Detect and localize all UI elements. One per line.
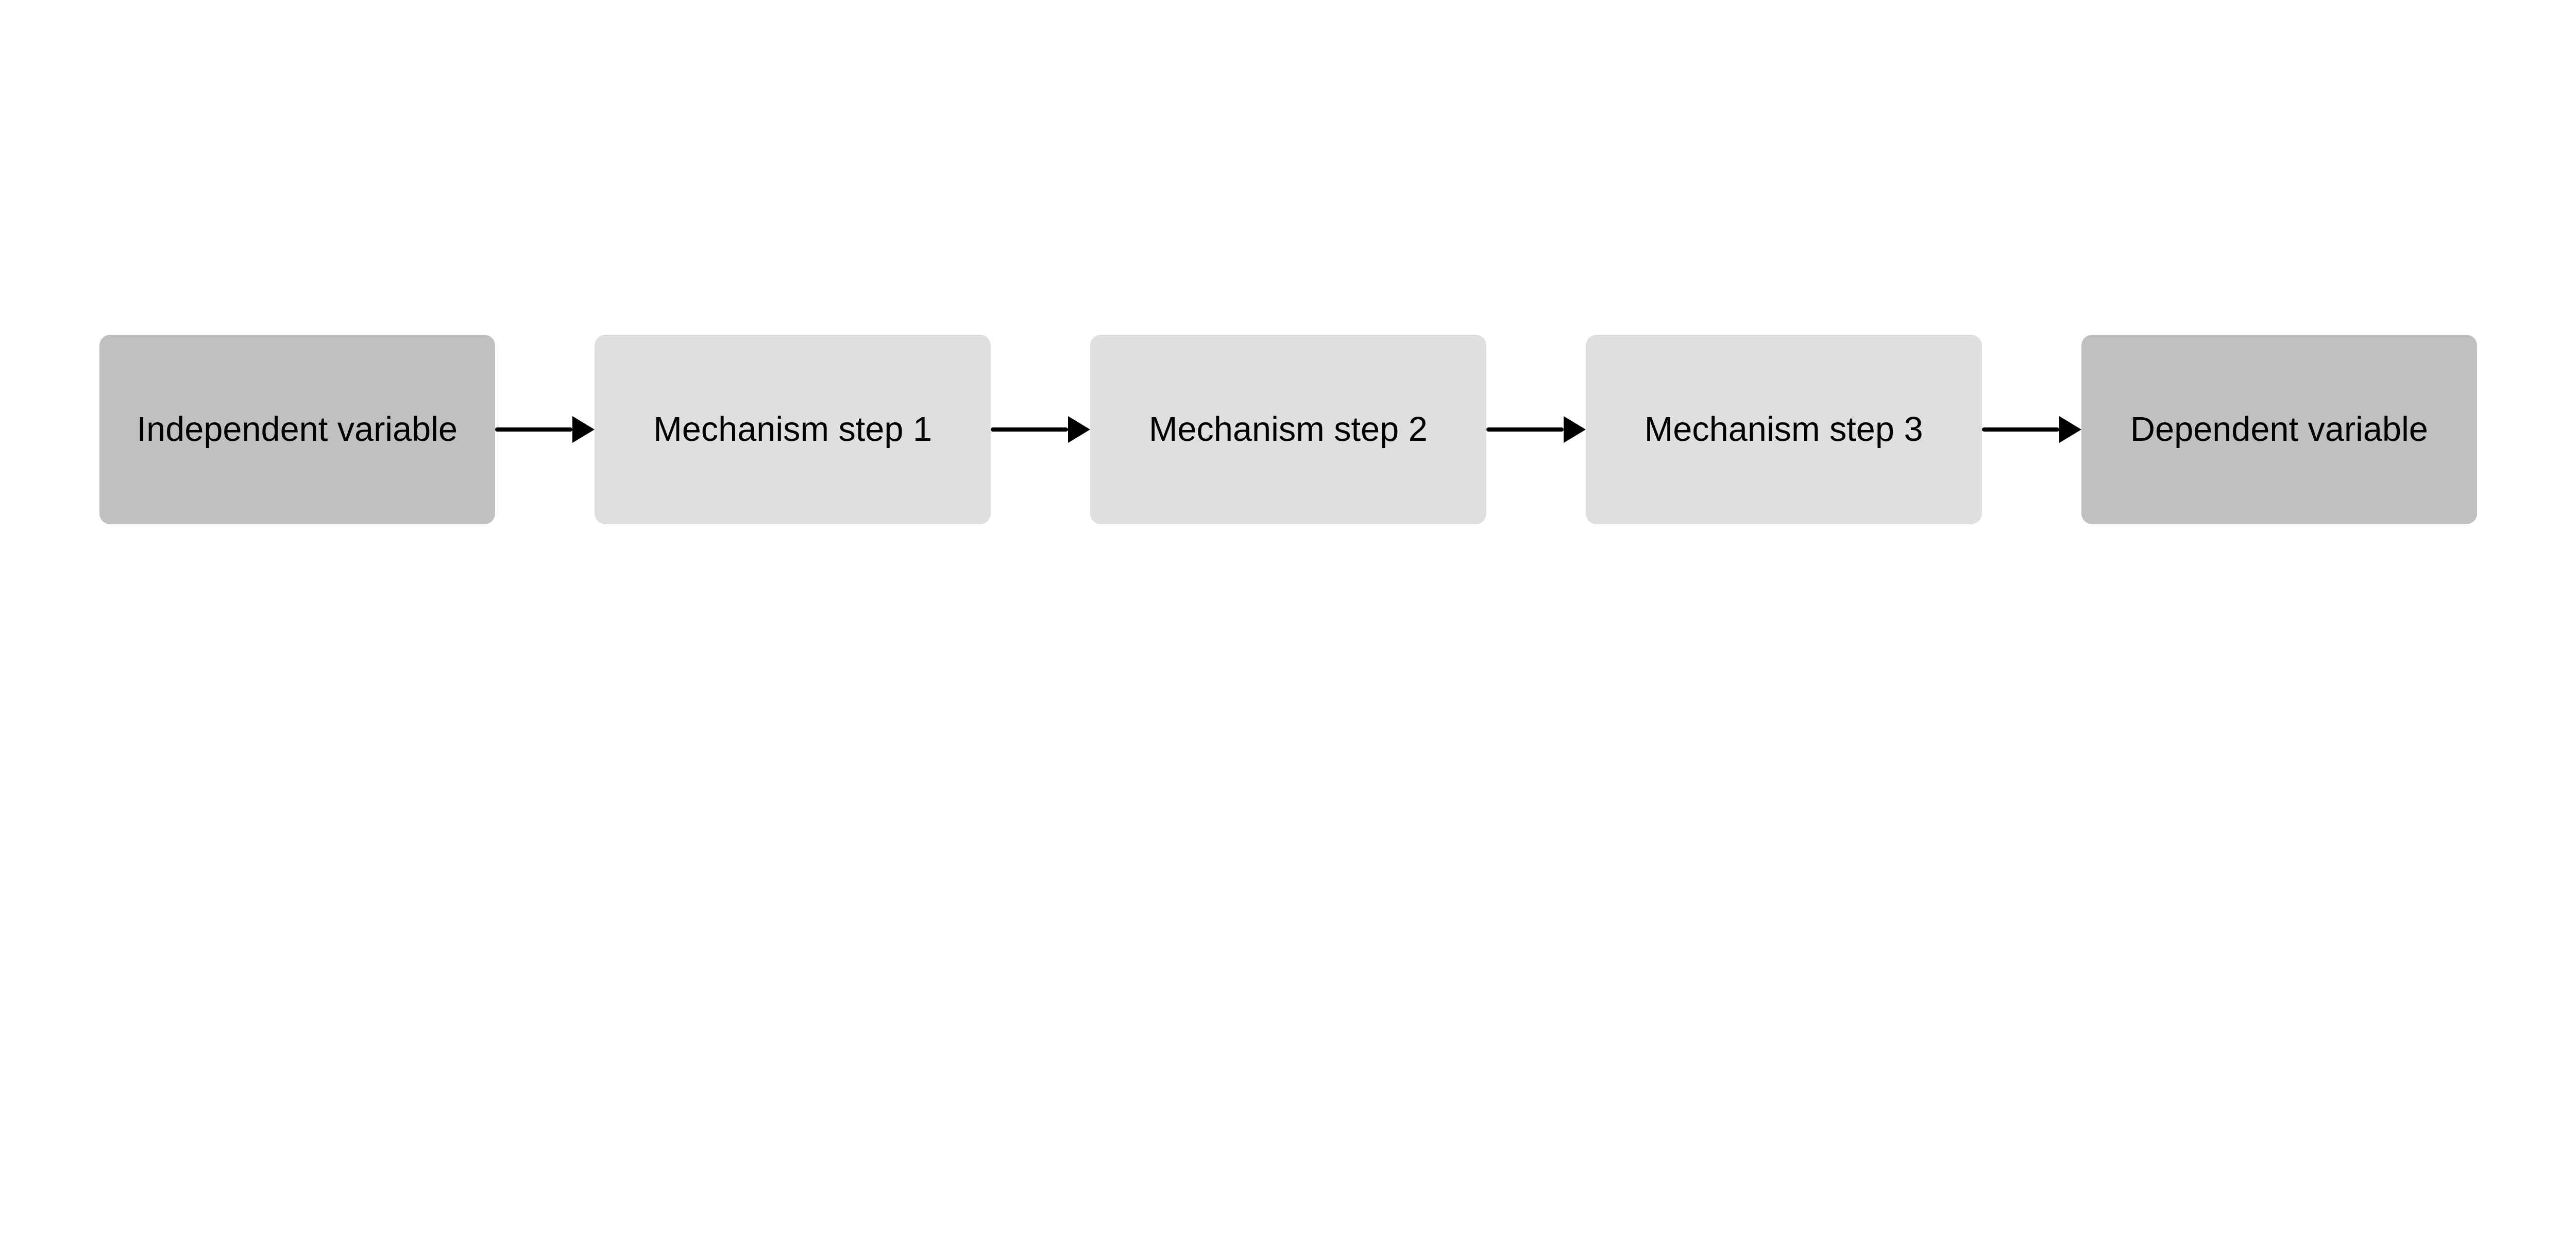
node-mechanism-step-3: Mechanism step 3 xyxy=(1585,334,1982,525)
node-label: Mechanism step 1 xyxy=(653,410,933,449)
arrow-line xyxy=(991,427,1068,432)
arrow-line xyxy=(495,427,573,432)
arrow-line xyxy=(1486,427,1564,432)
arrow xyxy=(1981,335,2081,525)
node-mechanism-step-2: Mechanism step 2 xyxy=(1090,334,1486,525)
node-independent-variable: Independent variable xyxy=(99,334,496,525)
arrowhead-icon xyxy=(572,416,595,443)
node-label: Mechanism step 3 xyxy=(1644,410,1923,449)
flow-diagram: Independent variable Mechanism step 1 Me… xyxy=(99,334,2478,525)
node-dependent-variable: Dependent variable xyxy=(2081,334,2478,525)
node-mechanism-step-1: Mechanism step 1 xyxy=(595,334,991,525)
arrowhead-icon xyxy=(1563,416,1586,443)
arrowhead-icon xyxy=(1068,416,1090,443)
node-label: Mechanism step 2 xyxy=(1148,410,1428,449)
arrow xyxy=(1486,335,1586,525)
arrow xyxy=(991,335,1090,525)
node-label: Independent variable xyxy=(137,410,458,449)
arrow-line xyxy=(1981,427,2059,432)
node-label: Dependent variable xyxy=(2130,410,2428,449)
arrowhead-icon xyxy=(2059,416,2081,443)
arrow xyxy=(495,335,595,525)
